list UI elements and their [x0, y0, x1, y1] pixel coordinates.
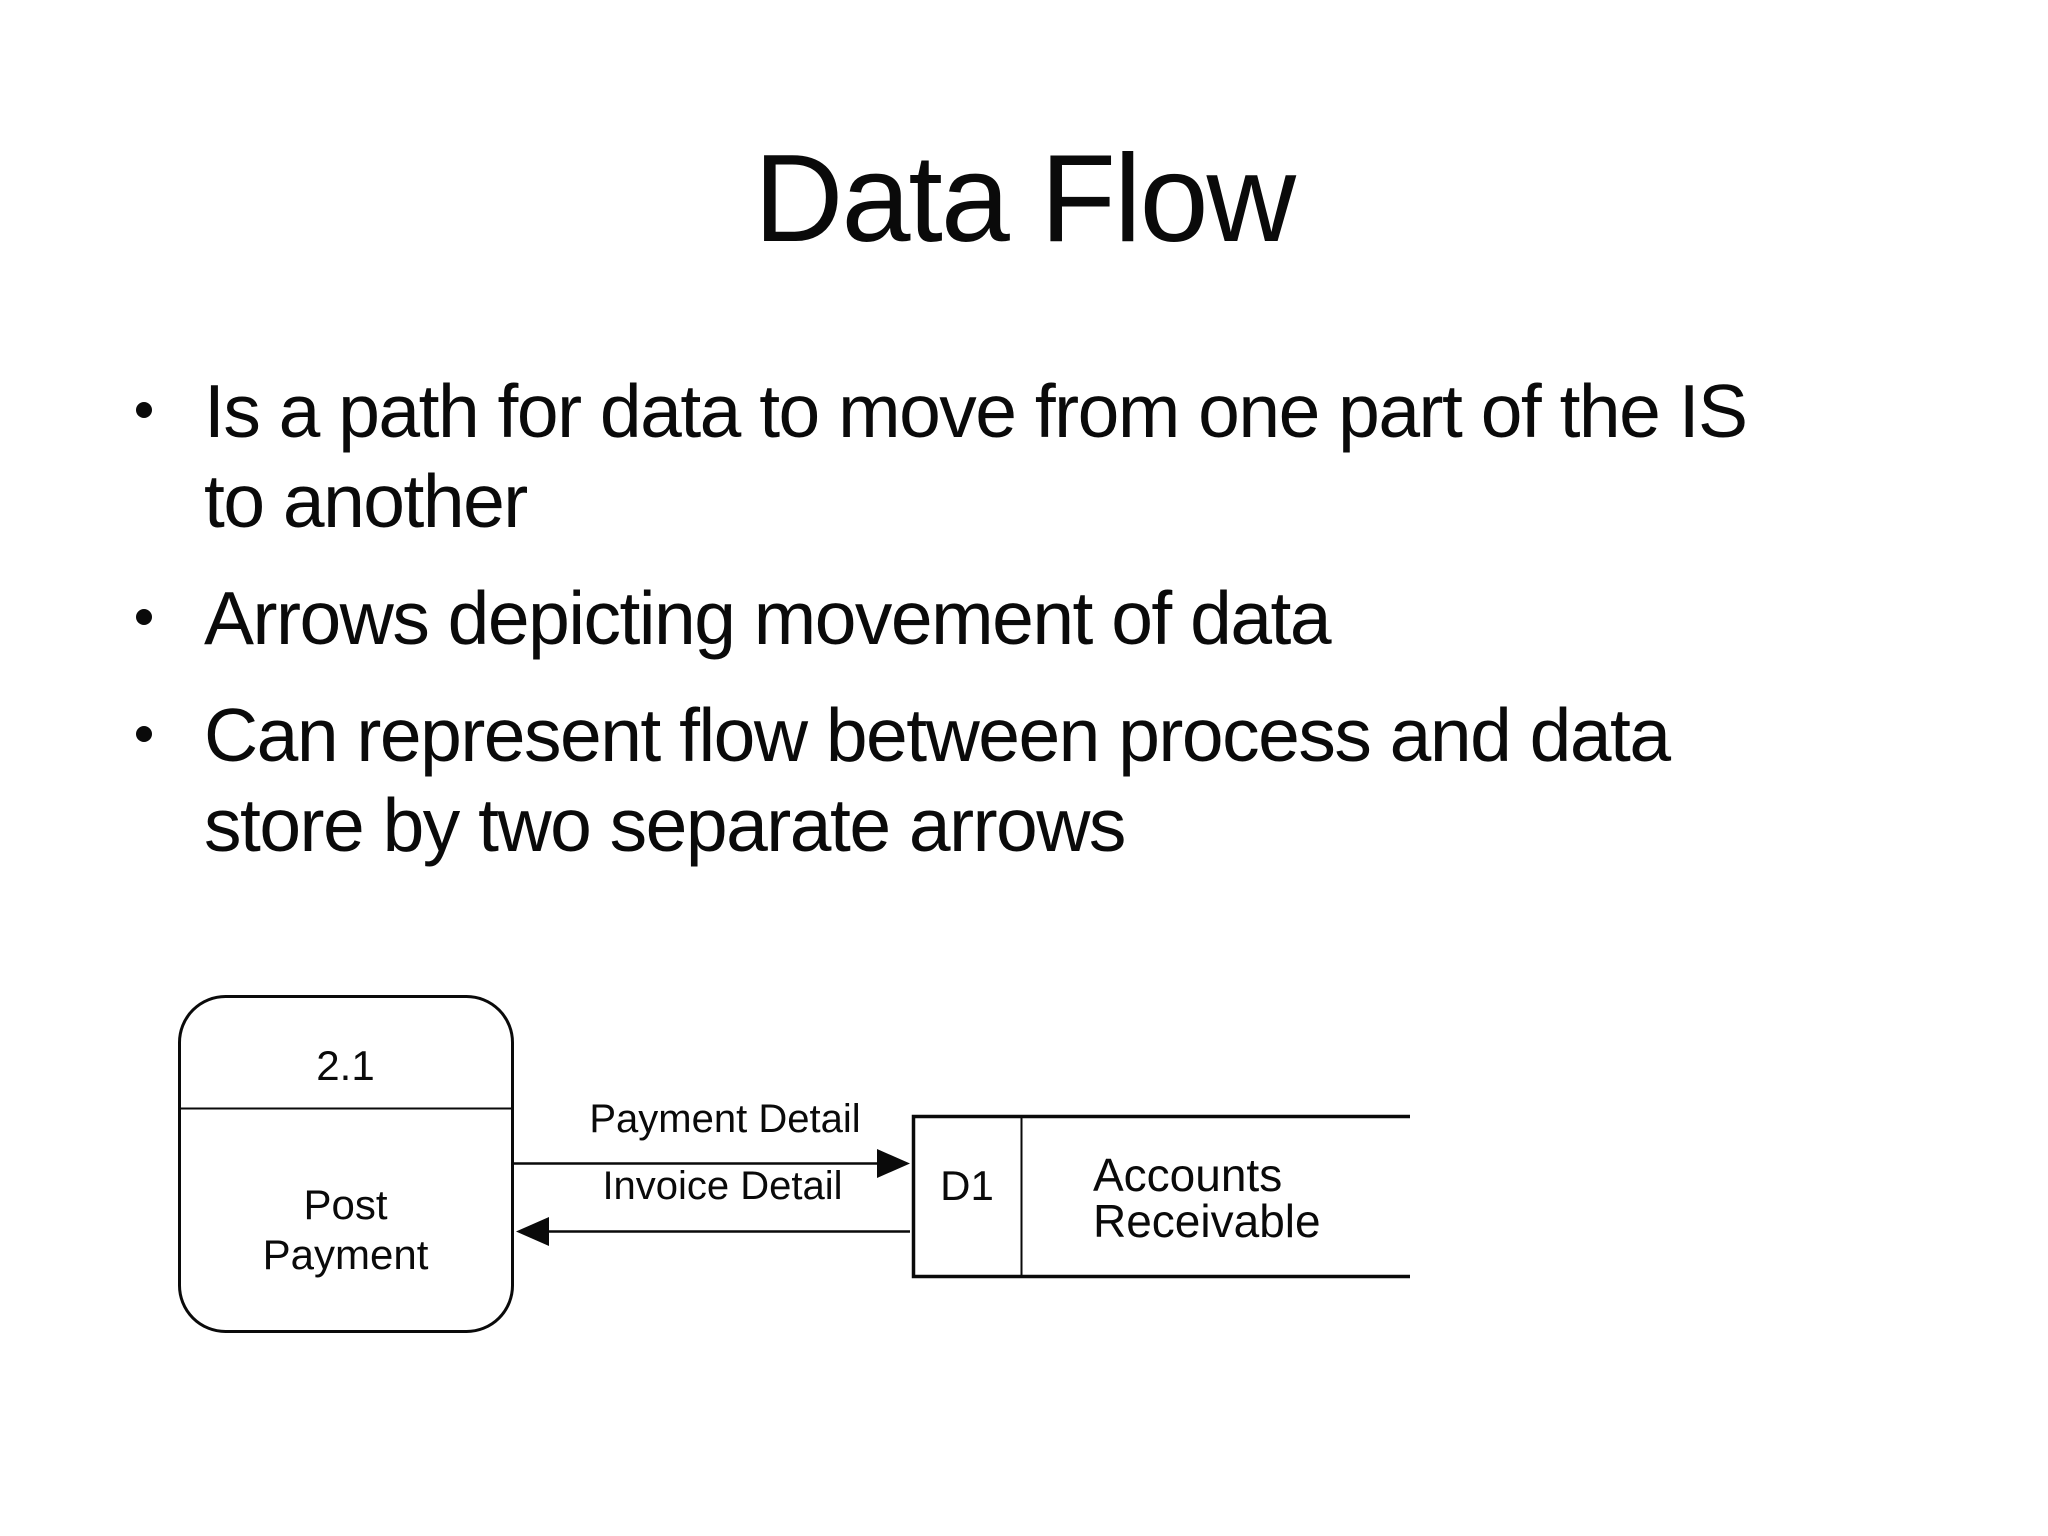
bullet-item-3: Can represent flow between process and d… [136, 690, 1926, 870]
bullet-line: store by two separate arrows [204, 783, 1126, 867]
bullet-text: Is a path for data to move from one part… [204, 366, 1748, 546]
bullet-item-2: Arrows depicting movement of data [136, 573, 1926, 663]
flow-label-invoice-detail: Invoice Detail [602, 1164, 843, 1208]
datastore-id-label: D1 [940, 1162, 994, 1209]
datastore-box [911, 1114, 1410, 1279]
flow-arrow-payment-detail [514, 1149, 910, 1178]
arrowhead-left-icon [516, 1217, 549, 1246]
datastore-name-label: Accounts Receivable [1093, 1152, 1413, 1244]
process-name-label: Post Payment [178, 1180, 513, 1280]
bullet-text: Can represent flow between process and d… [204, 690, 1671, 870]
bullet-line: Can represent flow between process and d… [204, 693, 1671, 777]
bullet-line: to another [204, 459, 528, 543]
bullet-line: Is a path for data to move from one part… [204, 369, 1748, 453]
datastore-name-line: Receivable [1093, 1195, 1321, 1247]
flow-arrow-invoice-detail [516, 1217, 910, 1246]
bullet-list: Is a path for data to move from one part… [136, 366, 1926, 897]
bullet-dot-icon [136, 609, 152, 625]
process-id-label: 2.1 [316, 1042, 375, 1089]
process-name-line: Payment [262, 1231, 429, 1278]
bullet-dot-icon [136, 402, 152, 418]
datastore-name-line: Accounts [1093, 1149, 1283, 1201]
bullet-line: Arrows depicting movement of data [204, 576, 1332, 660]
slide-title: Data Flow [753, 130, 1296, 268]
process-name-line: Post [303, 1181, 388, 1228]
bullet-item-1: Is a path for data to move from one part… [136, 366, 1926, 546]
arrowhead-right-icon [877, 1149, 910, 1178]
bullet-dot-icon [136, 726, 152, 742]
process-box [178, 995, 514, 1333]
bullet-text: Arrows depicting movement of data [204, 573, 1332, 663]
flow-label-payment-detail: Payment Detail [589, 1097, 861, 1141]
